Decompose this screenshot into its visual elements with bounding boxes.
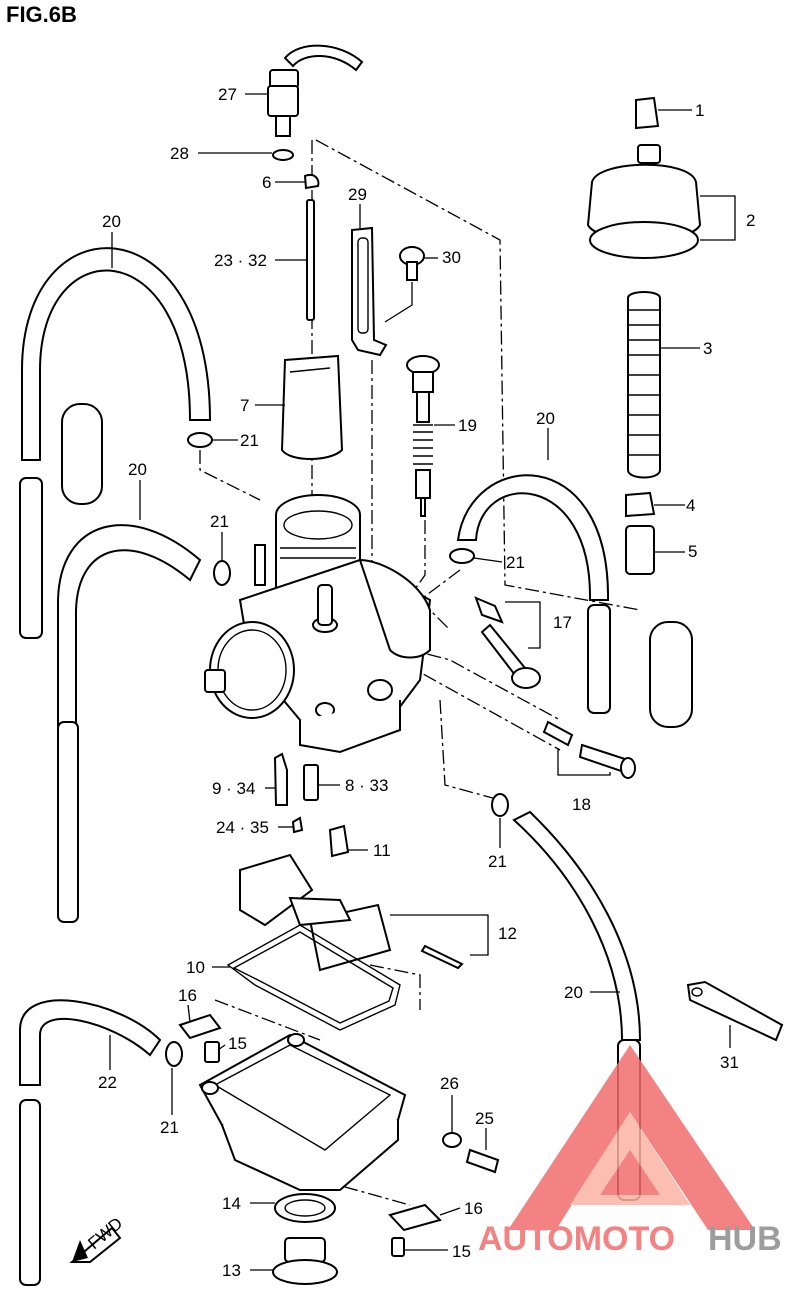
- callout-10: 10: [186, 958, 205, 977]
- callout-21-a: 21: [240, 431, 259, 450]
- callout-4: 4: [686, 496, 695, 515]
- callout-29: 29: [348, 185, 367, 204]
- callout-2: 2: [746, 211, 755, 230]
- callout-27: 27: [218, 85, 237, 104]
- callout-8-33: 8 · 33: [345, 776, 388, 795]
- carburetor-body: [204, 494, 432, 754]
- screw-30: [384, 246, 425, 323]
- callout-5: 5: [688, 542, 697, 561]
- automotohub-watermark: AUTOMOTO HUB: [478, 1045, 782, 1258]
- callout-20-d: 20: [564, 983, 583, 1002]
- figure-title: FIG.6B: [6, 2, 77, 27]
- callout-21-e: 21: [160, 1118, 179, 1137]
- carburetor-top-cap: [586, 96, 736, 259]
- callout-30: 30: [442, 248, 461, 267]
- callout-11: 11: [373, 841, 391, 860]
- callout-1: 1: [695, 101, 704, 120]
- callout-22: 22: [98, 1073, 117, 1092]
- starter-plunger: [625, 491, 656, 575]
- float-chamber: [198, 1033, 407, 1191]
- callout-26: 26: [440, 1074, 459, 1093]
- callout-20-b: 20: [128, 460, 147, 479]
- bracket-31: [686, 980, 784, 1042]
- drain-plug: [272, 1193, 338, 1285]
- callout-14: 14: [222, 1194, 241, 1213]
- float: [239, 853, 489, 972]
- needle-retainer: [351, 226, 388, 357]
- callout-16-b: 16: [464, 1199, 483, 1218]
- callout-19: 19: [458, 416, 477, 435]
- jets: [273, 752, 350, 858]
- forward-direction-badge: FWD: [69, 1214, 126, 1263]
- callout-3: 3: [703, 339, 712, 358]
- callout-labels: 27 28 6 29 30 23 · 32 1 2 3 4 5 20 20 20…: [98, 85, 755, 1280]
- float-chamber-gasket: [226, 924, 401, 1031]
- throttle-cable-adjuster: [267, 44, 364, 161]
- callout-28: 28: [170, 144, 189, 163]
- needle-and-clip: [303, 174, 320, 321]
- watermark-text-auto: AUTOMOTO: [478, 1220, 675, 1258]
- callout-21-b: 21: [210, 512, 229, 531]
- watermark-triangle-logo: [508, 1045, 755, 1230]
- plates-and-screws: [178, 1013, 500, 1257]
- callout-7: 7: [240, 396, 249, 415]
- callout-6: 6: [262, 173, 271, 192]
- watermark-text-hub: HUB: [708, 1220, 782, 1258]
- callout-24-35: 24 · 35: [216, 818, 269, 837]
- callout-21-d: 21: [488, 852, 507, 871]
- adjust-screws: [406, 355, 636, 779]
- callout-13: 13: [222, 1261, 241, 1280]
- throttle-spring: [627, 291, 661, 479]
- callout-25: 25: [475, 1109, 494, 1128]
- callout-17: 17: [553, 613, 572, 632]
- callout-21-c: 21: [506, 553, 525, 572]
- hose-clips: [165, 432, 509, 1067]
- callout-16-a: 16: [178, 986, 197, 1005]
- callout-20-a: 20: [102, 212, 121, 231]
- callout-9-34: 9 · 34: [212, 779, 255, 798]
- callout-12: 12: [498, 924, 517, 943]
- leader-lines: [109, 93, 731, 1271]
- callout-20-c: 20: [536, 409, 555, 428]
- callout-31: 31: [720, 1053, 739, 1072]
- callout-18: 18: [572, 795, 591, 814]
- callout-15-a: 15: [228, 1034, 247, 1053]
- callout-15-b: 15: [452, 1242, 471, 1261]
- callout-23-32: 23 · 32: [214, 251, 267, 270]
- throttle-valve: [280, 354, 344, 460]
- vent-hoses: [19, 247, 693, 1286]
- o-ring-28: [272, 149, 294, 161]
